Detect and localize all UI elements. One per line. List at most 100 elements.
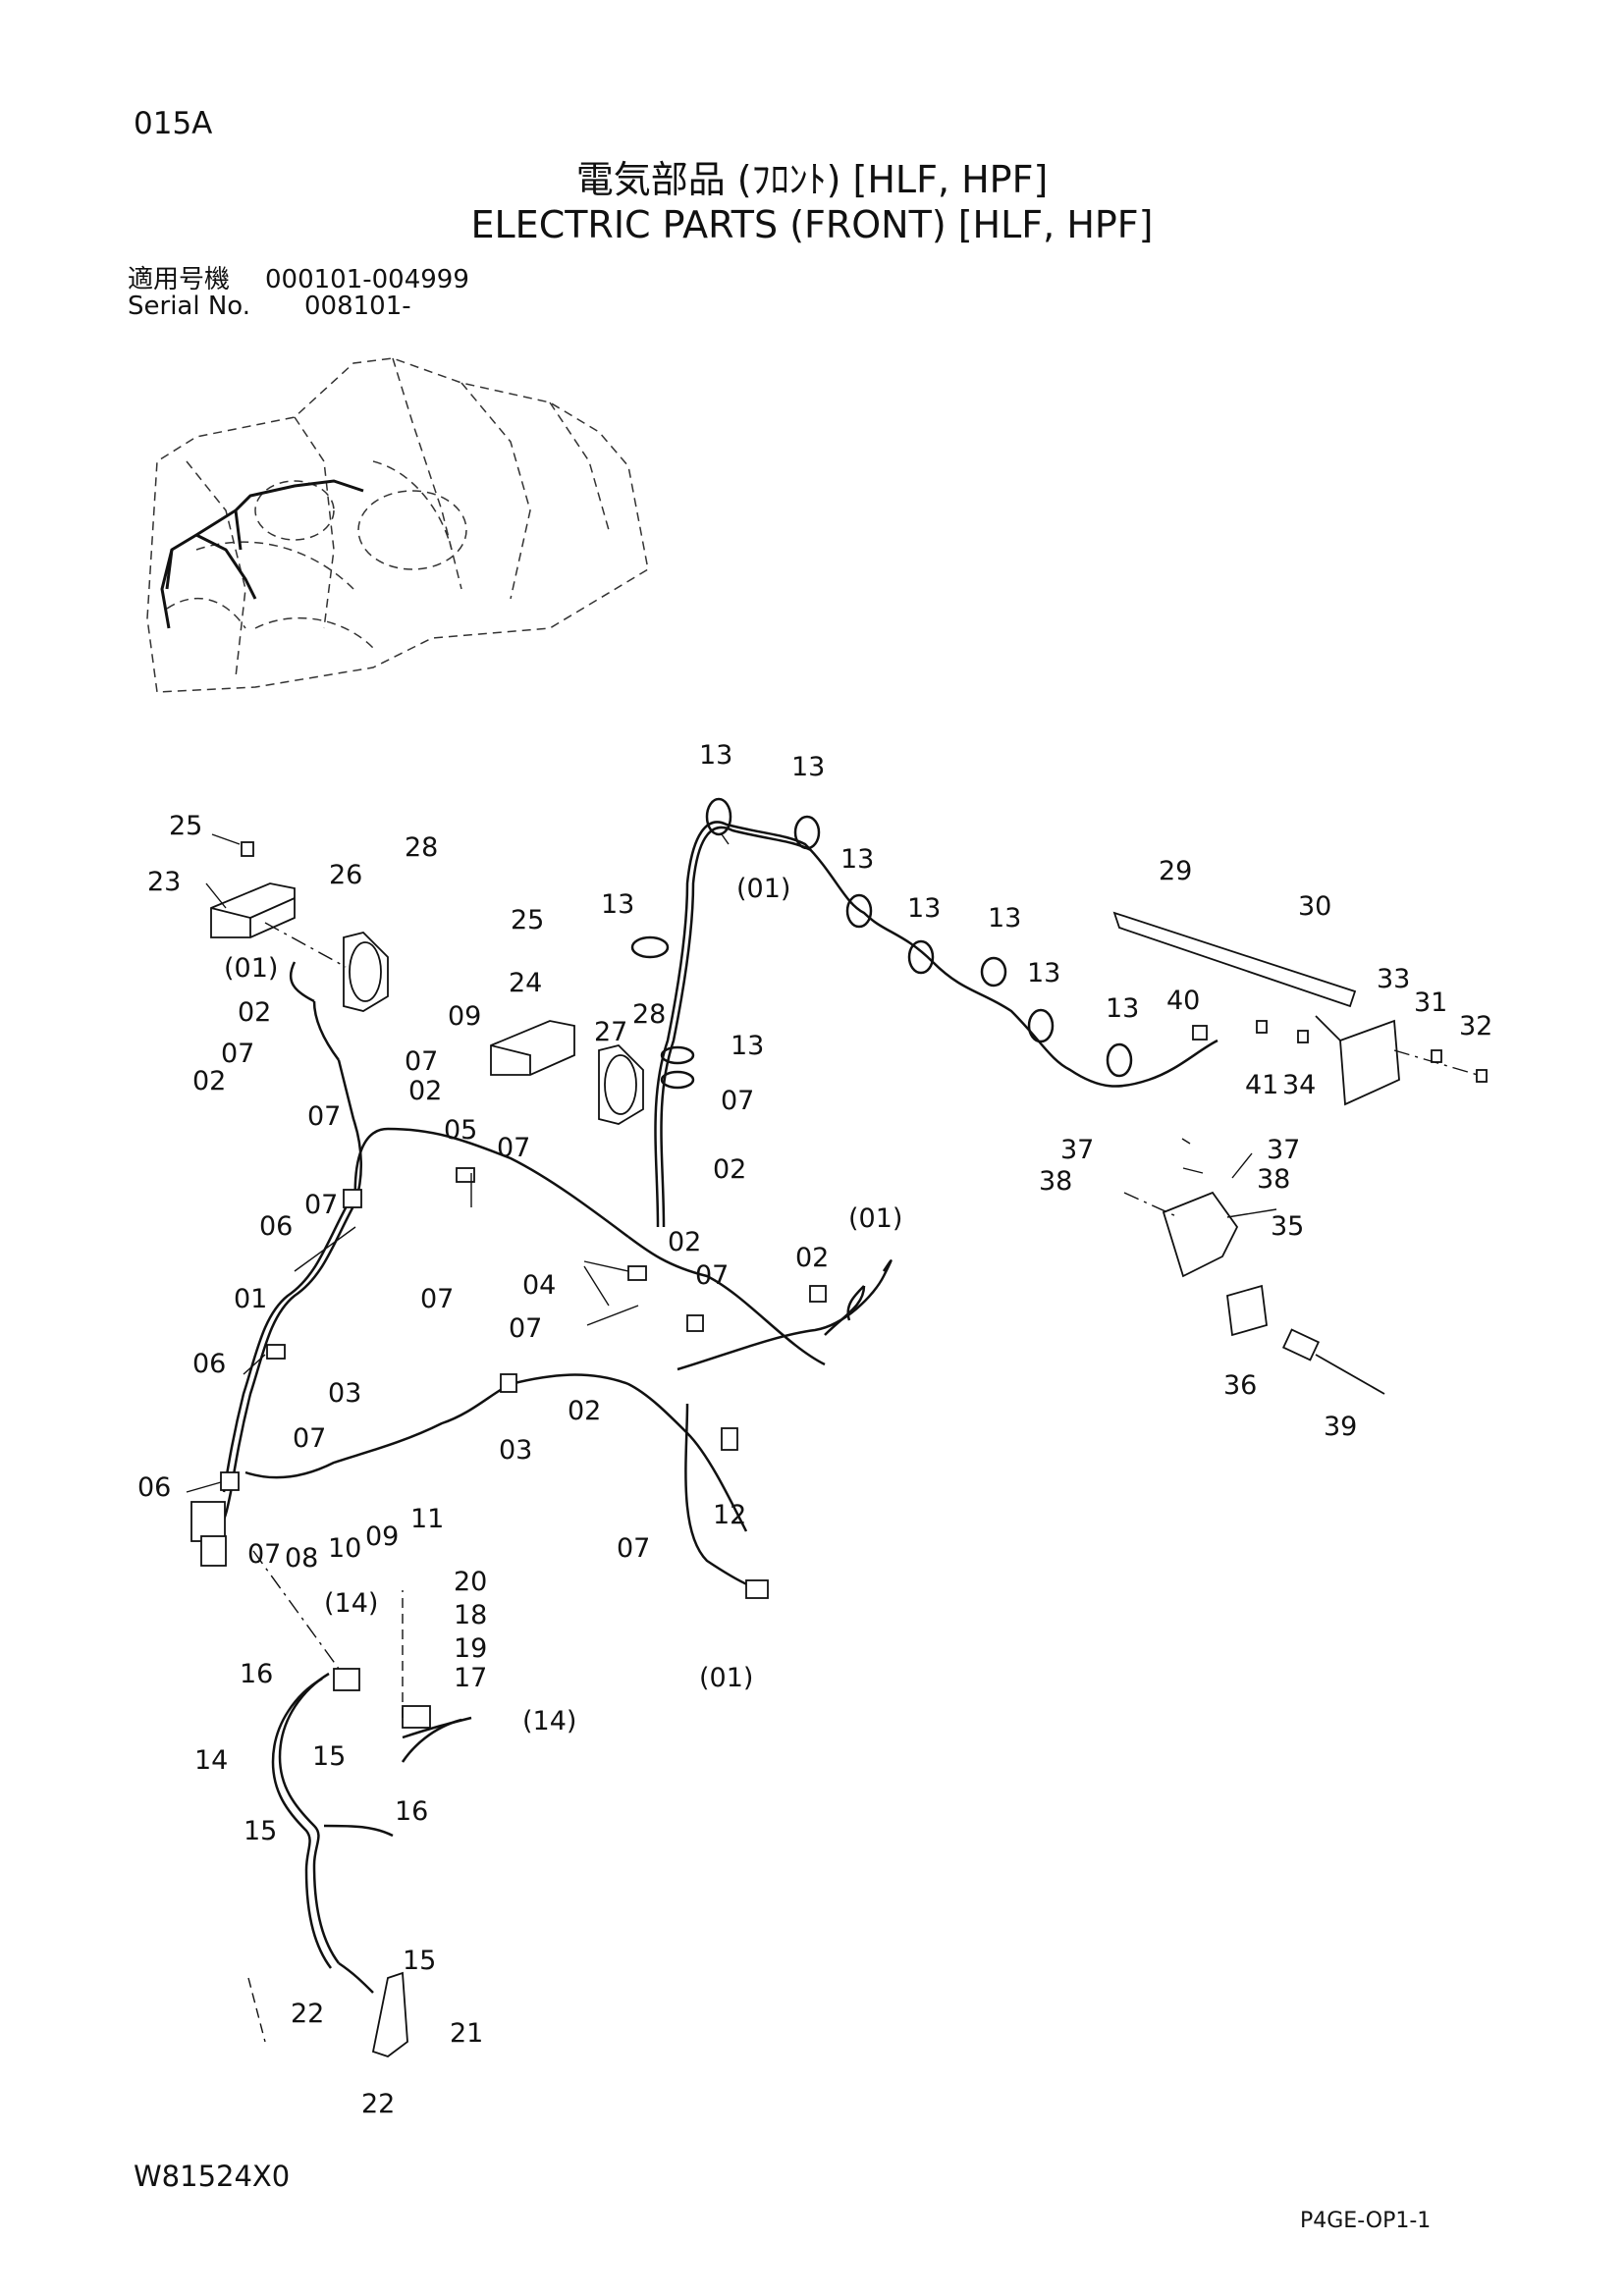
bracket-33	[1315, 1015, 1400, 1106]
callout-15: 15	[312, 1741, 346, 1772]
title-english: ELECTRIC PARTS (FRONT) [HLF, HPF]	[470, 203, 1154, 246]
horn-27	[598, 1044, 644, 1125]
callout-40: 40	[1166, 986, 1200, 1016]
callout-07: 07	[304, 1190, 338, 1220]
callout-08: 08	[285, 1543, 318, 1574]
callout-20: 20	[454, 1567, 487, 1597]
callout-06: 06	[192, 1349, 226, 1379]
callout-13: 13	[1106, 993, 1139, 1024]
callout-31: 31	[1414, 988, 1447, 1018]
title-japanese: 電気部品 (ﾌﾛﾝﾄ) [HLF, HPF]	[575, 158, 1049, 201]
sub-harness-14	[271, 1672, 472, 1994]
callout-07: 07	[420, 1284, 454, 1314]
callout-41: 41	[1245, 1070, 1278, 1100]
callout-02: 02	[192, 1066, 226, 1096]
callout-07: 07	[509, 1313, 542, 1344]
callout-14-sub: (14)	[324, 1588, 378, 1619]
serial-range-jp: 000101-004999	[265, 265, 469, 294]
callout-15: 15	[244, 1816, 277, 1846]
horn-26	[343, 932, 389, 1012]
callout-18: 18	[454, 1600, 487, 1630]
callout-07: 07	[247, 1539, 281, 1570]
bracket-23	[210, 841, 296, 938]
callout-16: 16	[395, 1796, 428, 1827]
callout-01-harness: (01)	[699, 1663, 753, 1693]
callout-labels: 25 23 26 28 (01) 02 09 07 07 02 02 07 05…	[137, 740, 1492, 2119]
callout-06: 06	[259, 1211, 293, 1242]
callout-35: 35	[1271, 1211, 1304, 1242]
callout-02: 02	[238, 997, 271, 1028]
callout-06: 06	[137, 1472, 171, 1503]
callout-38: 38	[1257, 1164, 1290, 1195]
callout-02: 02	[795, 1243, 829, 1273]
serial-row-en: Serial No. 008101-	[128, 294, 469, 320]
upper-harness-loops	[630, 797, 1218, 1228]
callout-07: 07	[405, 1046, 438, 1077]
callout-25: 25	[169, 811, 202, 841]
page-id: P4GE-OP1-1	[1300, 2209, 1432, 2233]
callout-32: 32	[1459, 1011, 1492, 1041]
callout-38: 38	[1039, 1166, 1072, 1197]
callout-25: 25	[511, 905, 544, 935]
callout-22: 22	[361, 2089, 395, 2119]
callout-12: 12	[713, 1500, 746, 1530]
callout-13: 13	[988, 903, 1021, 934]
callout-13: 13	[699, 740, 732, 771]
callout-13: 13	[840, 844, 874, 875]
callout-34: 34	[1282, 1070, 1316, 1100]
dash-dot-lines	[252, 922, 1479, 1670]
callout-02: 02	[668, 1227, 701, 1257]
serial-label-jp: 適用号機	[128, 265, 231, 294]
callout-24: 24	[509, 968, 542, 998]
serial-info: 適用号機 000101-004999 Serial No. 008101-	[128, 267, 469, 320]
callout-13: 13	[731, 1031, 764, 1061]
callout-10: 10	[328, 1533, 361, 1564]
callout-22: 22	[291, 1999, 324, 2029]
callout-02: 02	[408, 1076, 442, 1106]
harness-clips	[190, 1020, 1488, 1729]
callout-33: 33	[1377, 964, 1410, 994]
leader-lines	[186, 833, 1277, 1493]
callout-28: 28	[632, 999, 666, 1030]
serial-range-en: 008101-	[304, 292, 411, 321]
callout-07: 07	[293, 1423, 326, 1454]
serial-label-en: Serial No.	[128, 292, 250, 321]
callout-09: 09	[448, 1001, 481, 1032]
callout-37: 37	[1267, 1135, 1300, 1165]
callout-36: 36	[1223, 1370, 1257, 1401]
callout-14-sub: (14)	[522, 1706, 576, 1736]
callout-13: 13	[1027, 958, 1060, 988]
sensor-36	[1162, 1191, 1385, 1395]
callout-39: 39	[1324, 1412, 1357, 1442]
callout-17: 17	[454, 1663, 487, 1693]
callout-15: 15	[403, 1946, 436, 1976]
inset-harness-highlight	[160, 479, 364, 629]
callout-11: 11	[410, 1504, 444, 1534]
callout-14: 14	[194, 1745, 228, 1776]
callout-02: 02	[713, 1154, 746, 1185]
callout-07: 07	[497, 1133, 530, 1163]
callout-03: 03	[499, 1435, 532, 1466]
callout-07: 07	[695, 1260, 729, 1291]
callout-29: 29	[1159, 856, 1192, 886]
callout-01-harness: (01)	[848, 1203, 902, 1234]
callout-21: 21	[450, 2018, 483, 2049]
bracket-24	[490, 1020, 575, 1076]
callout-26: 26	[329, 860, 362, 890]
callout-01: 01	[234, 1284, 267, 1314]
callout-07: 07	[721, 1086, 754, 1116]
callout-07: 07	[307, 1101, 341, 1132]
callout-30: 30	[1298, 891, 1331, 922]
machine-overview-inset	[146, 357, 649, 693]
vertical-connectors	[247, 1590, 404, 2043]
callout-01-harness: (01)	[224, 953, 278, 984]
bracket-21	[371, 1971, 408, 2058]
callout-28: 28	[405, 832, 438, 863]
callout-37: 37	[1060, 1135, 1094, 1165]
harness-right-branch	[677, 1259, 893, 1371]
callout-13: 13	[601, 889, 634, 920]
callout-07: 07	[617, 1533, 650, 1564]
callout-07: 07	[221, 1039, 254, 1069]
callout-05: 05	[444, 1115, 477, 1146]
